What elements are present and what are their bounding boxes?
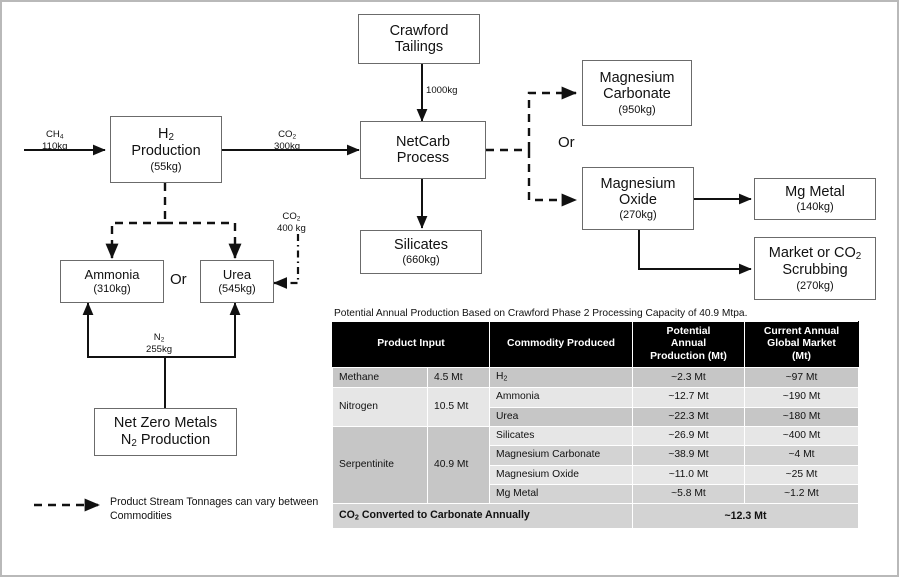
input-name-methane: Methane	[332, 367, 428, 389]
production-magnesium-carbonate: ~38.9 Mt	[632, 445, 745, 466]
production-mg-metal: ~5.8 Mt	[632, 484, 745, 505]
market-magnesium-carbonate: ~4 Mt	[744, 445, 859, 466]
silicates-amount: (660kg)	[402, 254, 440, 267]
crawford-tailings-line1: Crawford Tailings	[389, 22, 449, 55]
market-h2: ~97 Mt	[744, 367, 859, 389]
market-silicates: ~400 Mt	[744, 426, 859, 447]
node-market-or-co2-scrubbing[interactable]: Market or CO2 Scrubbing (270kg)	[754, 237, 876, 300]
node-silicates[interactable]: Silicates (660kg)	[360, 230, 482, 274]
production-h2: ~2.3 Mt	[632, 367, 745, 389]
h2-production-line1: H2	[158, 126, 174, 144]
table-row: Mg Metal ~5.8 Mt ~1.2 Mt	[333, 484, 859, 505]
table-row: Methane 4.5 Mt H2 ~2.3 Mt ~97 Mt	[332, 367, 859, 389]
magnesium-carbonate-line1: Magnesium	[599, 70, 675, 87]
production-magnesium-oxide: ~11.0 Mt	[632, 464, 745, 486]
node-h2-production[interactable]: H2 Production (55kg)	[110, 116, 222, 183]
summary-value: ~12.3 Mt	[632, 503, 859, 529]
edge-label-n2-255kg: N2 255kg	[146, 332, 173, 356]
input-amount-serpentinite: 40.9 Mt	[427, 426, 490, 505]
input-amount-methane: 4.5 Mt	[427, 367, 490, 389]
commodity-magnesium-oxide: Magnesium Oxide	[489, 464, 633, 486]
commodity-urea: Urea	[489, 406, 633, 428]
table-summary-row: CO2 Converted to Carbonate Annually ~12.…	[332, 503, 859, 529]
input-name-serpentinite: Serpentinite	[332, 426, 428, 505]
h2-production-amount: (55kg)	[150, 160, 182, 173]
magnesium-oxide-line2: Oxide	[619, 191, 657, 208]
node-mg-metal[interactable]: Mg Metal (140kg)	[754, 178, 876, 220]
commodity-ammonia: Ammonia	[489, 387, 633, 408]
net-zero-metals-line1: Net Zero Metals	[113, 415, 218, 432]
magnesium-oxide-line1: Magnesium	[600, 175, 676, 192]
edge-n2-to-urea	[165, 302, 241, 358]
edge-netcarb-to-mgcarbonate	[527, 86, 577, 150]
table-caption: Potential Annual Production Based on Cra…	[334, 308, 748, 319]
summary-label: CO2 Converted to Carbonate Annually	[332, 503, 633, 529]
edge-label-co2-400kg: CO2 400 kg	[277, 211, 306, 235]
magnesium-oxide-amount: (270kg)	[619, 209, 657, 222]
col-header-potential-production[interactable]: Potential Annual Production (Mt)	[632, 320, 745, 369]
commodity-mg-metal: Mg Metal	[489, 484, 633, 505]
market-ammonia: ~190 Mt	[744, 387, 859, 408]
node-urea[interactable]: Urea (545kg)	[200, 260, 274, 303]
node-netcarb-process[interactable]: NetCarb Process	[360, 121, 486, 179]
production-urea: ~22.3 Mt	[632, 406, 745, 428]
netcarb-line2: Process	[396, 150, 450, 166]
edge-co2-to-urea	[273, 234, 300, 289]
ammonia-amount: (310kg)	[93, 283, 131, 296]
table-row: Urea ~22.3 Mt ~180 Mt	[333, 406, 859, 428]
node-magnesium-carbonate[interactable]: Magnesium Carbonate (950kg)	[582, 60, 692, 126]
market-mg-metal: ~1.2 Mt	[744, 484, 859, 505]
ammonia-title: Ammonia	[84, 266, 140, 282]
col-header-current-market[interactable]: Current Annual Global Market (Mt)	[744, 320, 859, 369]
edge-label-ch4: CH4 110kg	[42, 129, 68, 153]
col-header-product-input[interactable]: Product Input	[332, 320, 490, 369]
net-zero-metals-line2: N2 Production	[120, 431, 211, 449]
edge-n2-trunk	[82, 302, 166, 409]
edge-netcarb-to-mgoxide	[527, 150, 577, 207]
mg-metal-amount: (140kg)	[796, 201, 834, 214]
node-net-zero-metals[interactable]: Net Zero Metals N2 Production	[94, 408, 237, 456]
or-label-ammonia-urea: Or	[170, 271, 187, 288]
production-ammonia: ~12.7 Mt	[632, 387, 745, 408]
table-row: Nitrogen 10.5 Mt Ammonia ~12.7 Mt ~190 M…	[332, 387, 859, 428]
node-ammonia[interactable]: Ammonia (310kg)	[60, 260, 164, 303]
magnesium-carbonate-amount: (950kg)	[618, 103, 656, 116]
input-name-nitrogen: Nitrogen	[332, 387, 428, 428]
edge-h2-to-ammonia	[105, 221, 165, 259]
magnesium-carbonate-line2: Carbonate	[603, 86, 671, 103]
commodity-silicates: Silicates	[489, 426, 633, 447]
table-row: Serpentinite 40.9 Mt Silicates ~26.9 Mt …	[332, 426, 859, 505]
input-amount-nitrogen: 10.5 Mt	[427, 387, 490, 428]
table-header-row: Product Input Commodity Produced Potenti…	[332, 320, 859, 369]
market-scrubbing-amount: (270kg)	[796, 279, 834, 292]
node-crawford-tailings[interactable]: Crawford Tailings	[358, 14, 480, 64]
col-header-commodity-produced[interactable]: Commodity Produced	[489, 320, 633, 369]
production-table: Product Input Commodity Produced Potenti…	[332, 320, 859, 529]
edge-label-co2-300kg: CO2 300kg	[274, 129, 301, 153]
urea-title: Urea	[222, 266, 252, 282]
edge-label-tailings-1000kg: 1000kg	[426, 85, 458, 96]
production-table-block: Potential Annual Production Based on Cra…	[332, 308, 859, 529]
commodity-magnesium-carbonate: Magnesium Carbonate	[489, 445, 633, 466]
mg-metal-title: Mg Metal	[785, 184, 845, 201]
silicates-title: Silicates	[394, 237, 448, 254]
urea-amount: (545kg)	[218, 283, 256, 296]
commodity-h2: H2	[489, 367, 633, 389]
market-magnesium-oxide: ~25 Mt	[744, 464, 859, 486]
production-silicates: ~26.9 Mt	[632, 426, 745, 447]
h2-production-line2: Production	[131, 143, 201, 160]
netcarb-line1: NetCarb	[396, 133, 450, 150]
market-urea: ~180 Mt	[744, 406, 859, 428]
or-label-magnesium: Or	[558, 134, 575, 151]
edge-mgo-to-market	[638, 230, 752, 275]
legend-label: Product Stream Tonnages can vary between…	[110, 496, 319, 523]
market-scrubbing-line2: Scrubbing	[782, 262, 848, 279]
node-magnesium-oxide[interactable]: Magnesium Oxide (270kg)	[582, 167, 694, 230]
edge-h2-to-urea	[165, 221, 242, 259]
market-scrubbing-line1: Market or CO2	[768, 245, 862, 263]
